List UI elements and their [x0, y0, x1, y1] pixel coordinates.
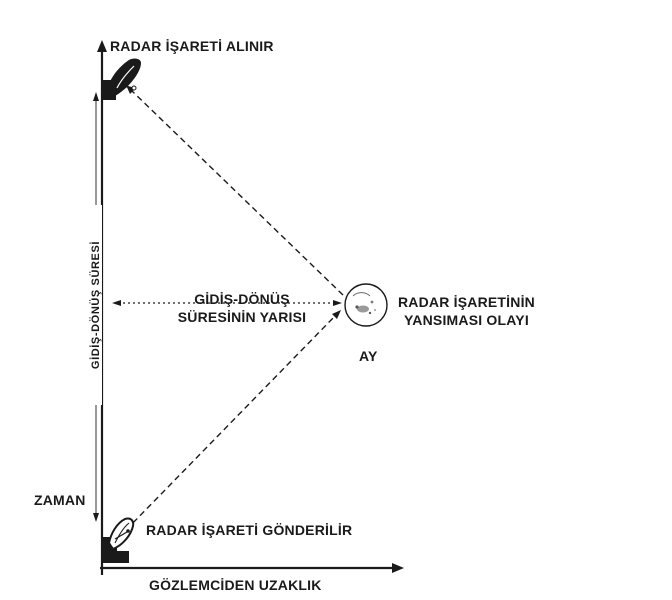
- reflection-event-label-line1: RADAR İŞARETİNİN: [398, 294, 535, 310]
- moon-label: AY: [359, 348, 378, 364]
- time-axis-label: ZAMAN: [34, 492, 86, 508]
- reflection-event-label: RADAR İŞARETİNİN YANSIMASI OLAYI: [398, 293, 535, 329]
- reflection-event-label-line2: YANSIMASI OLAYI: [404, 312, 529, 328]
- outgoing-signal-path: [125, 310, 341, 531]
- half-duration-label-line2: SÜRESİNİN YARISI: [177, 309, 307, 325]
- distance-axis: [100, 563, 404, 573]
- half-duration-label: GİDİŞ-DÖNÜŞ SÜRESİNİN YARISI: [152, 290, 332, 326]
- signal-sent-label: RADAR İŞARETİ GÖNDERİLİR: [146, 522, 353, 538]
- half-duration-label-line1: GİDİŞ-DÖNÜŞ: [194, 291, 290, 307]
- moon-icon: [344, 283, 388, 327]
- return-signal-path: [126, 85, 344, 296]
- signal-received-label: RADAR İŞARETİ ALINIR: [110, 38, 274, 54]
- round-trip-duration-label: GİDİŞ-DÖNÜŞ SÜRESİ: [90, 205, 102, 405]
- distance-axis-label: GÖZLEMCİDEN UZAKLIK: [149, 577, 322, 593]
- half-duration-line: [112, 300, 342, 306]
- time-axis: [97, 40, 107, 575]
- radar-dish-icon: [103, 58, 141, 100]
- radar-dish-icon: [103, 517, 135, 563]
